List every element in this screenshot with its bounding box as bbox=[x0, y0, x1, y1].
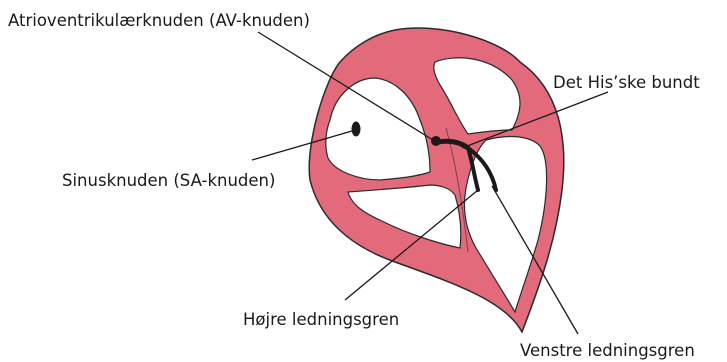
label-right-bundle-branch: Højre ledningsgren bbox=[243, 310, 399, 329]
label-av-node: Atrioventrikulærknuden (AV-knuden) bbox=[8, 11, 310, 30]
label-his-bundle: Det His’ske bundt bbox=[553, 73, 700, 92]
sa-node bbox=[352, 122, 361, 137]
label-sa-node: Sinusknuden (SA-knuden) bbox=[62, 171, 275, 190]
label-left-bundle-branch: Venstre ledningsgren bbox=[520, 341, 695, 360]
